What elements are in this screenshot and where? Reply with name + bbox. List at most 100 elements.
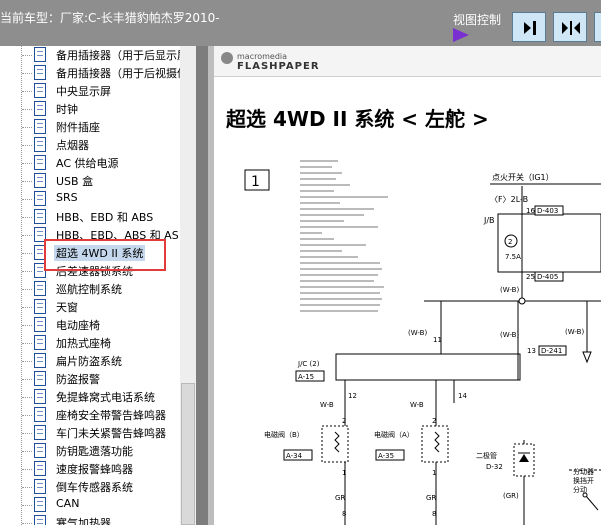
jb-label: J/B [483, 216, 495, 225]
tree-branch-line [22, 397, 32, 398]
tree-item-label: 附件插座 [56, 121, 100, 134]
tree-item[interactable]: 防钥匙遗落功能 [0, 442, 196, 460]
macromedia-logo-icon [221, 52, 233, 64]
tree-branch-line [22, 307, 32, 308]
document-icon [34, 65, 46, 80]
document-icon [34, 227, 46, 242]
transfer-label: 分动器 [573, 467, 594, 476]
tree-item-label: CAN [56, 497, 80, 510]
wiring-diagram: 1 点火开关（IG1） 〈F〉2L-B J/B 2 7.5A 16 D-403 … [244, 160, 601, 525]
tree-item-label: SRS [56, 191, 78, 204]
pin-12: 12 [348, 392, 357, 400]
tree-item[interactable]: 中央显示屏 [0, 82, 196, 100]
tree-branch-line [22, 469, 32, 470]
top-bar [0, 0, 601, 46]
tree-item[interactable]: 巡航控制系统 [0, 280, 196, 298]
tree-connector-line [21, 46, 22, 525]
tree-item[interactable]: 免提蜂窝式电话系统 [0, 388, 196, 406]
document-icon [34, 83, 46, 98]
tree-item[interactable]: 备用插接器（用于后视摄像 [0, 64, 196, 82]
tree-branch-line [22, 271, 32, 272]
tree-item-label: HBB、EBD、ABS 和 AS [56, 229, 179, 242]
document-icon [34, 515, 46, 525]
fuse-rating: 7.5A [505, 253, 521, 261]
document-icon [34, 425, 46, 440]
tree-item[interactable]: 防盗报警 [0, 370, 196, 388]
expand-right-button[interactable] [512, 12, 546, 42]
document-icon [34, 173, 46, 188]
tree-item[interactable]: 加热式座椅 [0, 334, 196, 352]
tree-item[interactable]: SRS [0, 190, 196, 208]
document-icon [34, 137, 46, 152]
pin-16: 16 [526, 207, 535, 215]
tree-branch-line [22, 325, 32, 326]
current-model-title: 当前车型：厂家:C-长丰猎豹帕杰罗2010- [0, 11, 220, 25]
tree-item-label: 防盗报警 [56, 373, 100, 386]
more-control-button[interactable] [594, 12, 601, 42]
transfer-label-2: 换挡开 [573, 476, 594, 485]
tree-branch-line [22, 451, 32, 452]
tree-item-label: 天窗 [56, 301, 78, 314]
tree-branch-line [22, 343, 32, 344]
tree-item-label: 后差速器锁系统 [56, 265, 133, 278]
document-icon [34, 119, 46, 134]
tree-branch-line [22, 523, 32, 524]
wire-wb-top: (W-B) [500, 286, 519, 294]
tree-item[interactable]: USB 盒 [0, 172, 196, 190]
tree-item[interactable]: 后差速器锁系统 [0, 262, 196, 280]
tree-item-label: 中央显示屏 [56, 85, 111, 98]
tree-item[interactable]: HBB、EBD 和 ABS [0, 208, 196, 226]
ignition-label: 点火开关（IG1） [492, 172, 554, 182]
tree-item[interactable]: 备用插接器（用于后显示屏 [0, 46, 196, 64]
tree-item[interactable]: 附件插座 [0, 118, 196, 136]
tree-item[interactable]: HBB、EBD、ABS 和 AS [0, 226, 196, 244]
tree-item-label: AC 供给电源 [56, 157, 119, 170]
tree-branch-line [22, 127, 32, 128]
tree-item[interactable]: 点烟器 [0, 136, 196, 154]
conn-a15: A-15 [298, 373, 314, 381]
conn-a34: A-34 [286, 452, 303, 460]
tree-item[interactable]: 天窗 [0, 298, 196, 316]
legend-text-block [300, 160, 388, 312]
tree-item[interactable]: 倒车传感器系统 [0, 478, 196, 496]
tree-item[interactable]: 寒气加热器 [0, 514, 196, 525]
pin-1-mid: 1 [432, 469, 436, 477]
pane-divider[interactable] [196, 46, 208, 525]
wire-gr-left: GR [335, 494, 345, 502]
play-arrow-icon[interactable] [453, 28, 469, 42]
pin-25: 25 [526, 273, 535, 281]
tree-item[interactable]: AC 供给电源 [0, 154, 196, 172]
pin-11: 11 [433, 336, 442, 344]
conn-d32: D-32 [486, 463, 503, 471]
tree-item[interactable]: 座椅安全带警告蜂鸣器 [0, 406, 196, 424]
pin-2-left: 2 [342, 417, 346, 425]
tree-item-label: 车门未关紧警告蜂鸣器 [56, 427, 166, 440]
pin-8-mid: 8 [432, 510, 436, 518]
tree-item[interactable]: 速度报警蜂鸣器 [0, 460, 196, 478]
pin-2-mid: 2 [432, 417, 436, 425]
split-view-button[interactable] [553, 12, 587, 42]
tree-item[interactable]: 时钟 [0, 100, 196, 118]
tree-item-label: 点烟器 [56, 139, 89, 152]
sidebar-scroll-thumb[interactable] [181, 383, 195, 525]
view-control-label: 视图控制 [453, 13, 502, 27]
arrow-to-bar-icon [524, 21, 536, 35]
document-page [214, 46, 601, 525]
wire-wb-right: (W-B) [565, 328, 584, 336]
tree-item-label: 时钟 [56, 103, 78, 116]
tree-branch-line [22, 253, 32, 254]
tree-branch-line [22, 505, 32, 506]
document-icon [34, 371, 46, 386]
document-icon [34, 443, 46, 458]
tree-item-label: 寒气加热器 [56, 517, 111, 525]
tree-branch-line [22, 379, 32, 380]
tree-branch-line [22, 145, 32, 146]
document-icon [34, 47, 46, 62]
tree-item[interactable]: 扁片防盗系统 [0, 352, 196, 370]
tree-item[interactable]: 超选 4WD II 系统 [0, 244, 196, 262]
tree-item[interactable]: CAN [0, 496, 196, 514]
tree-item[interactable]: 电动座椅 [0, 316, 196, 334]
document-icon [34, 353, 46, 368]
tree-item-label: USB 盒 [56, 175, 94, 188]
tree-item[interactable]: 车门未关紧警告蜂鸣器 [0, 424, 196, 442]
